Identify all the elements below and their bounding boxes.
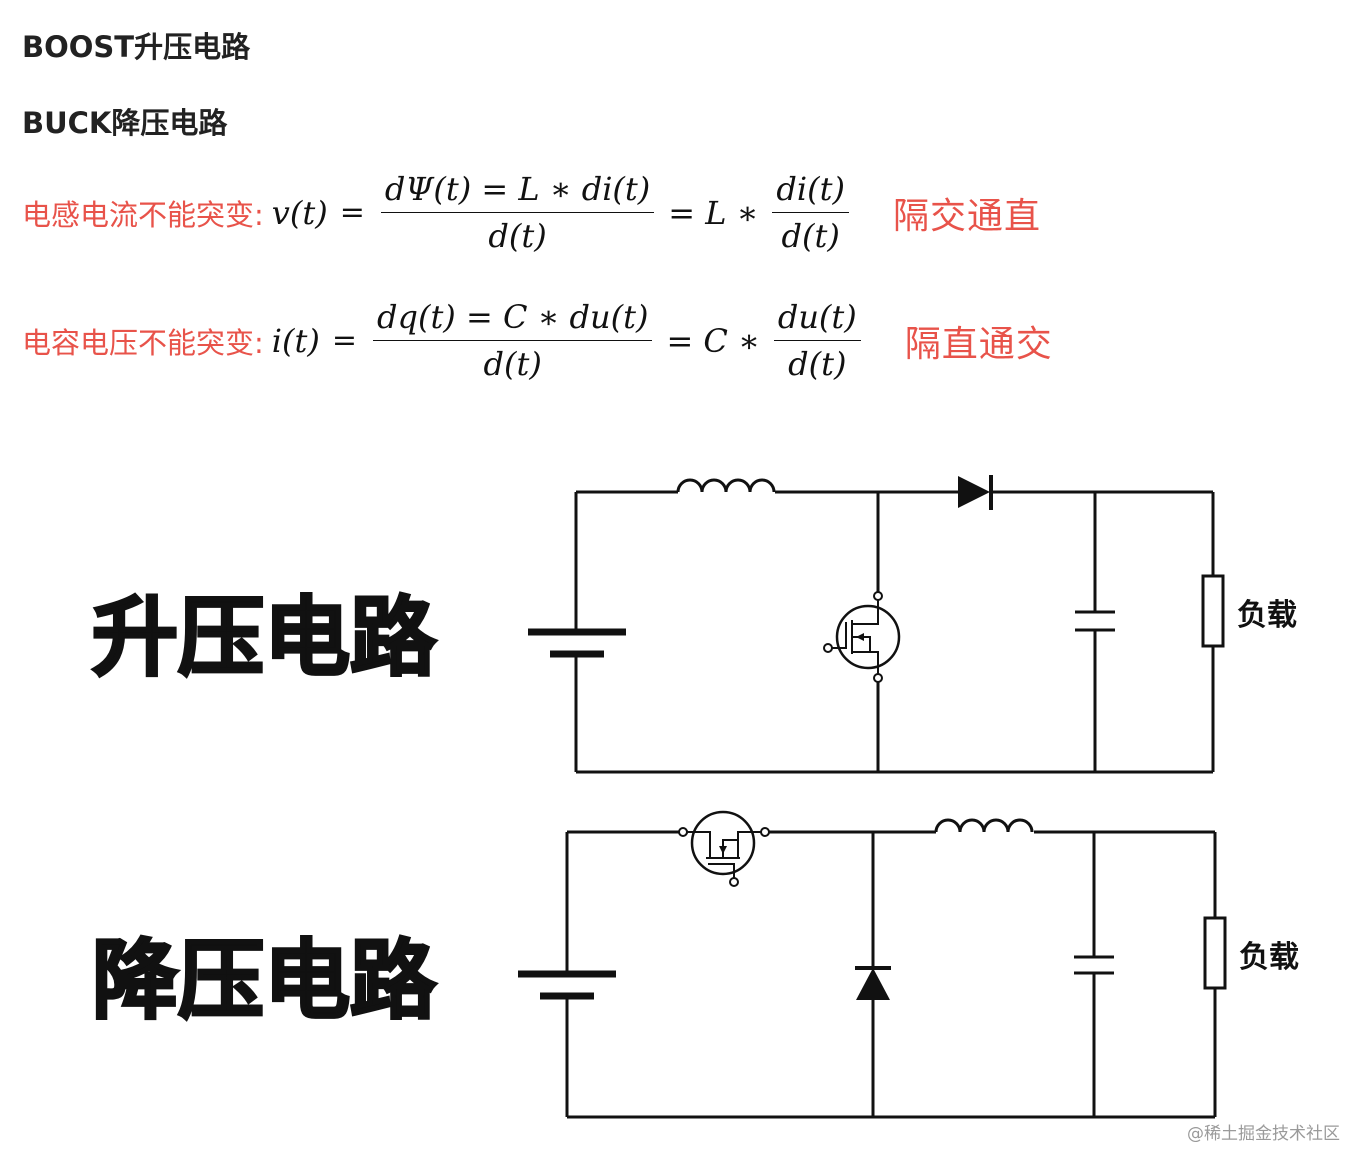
inductor-label: 电感电流不能突变: — [22, 197, 264, 232]
inductor-lhs: v(t) — [271, 193, 328, 232]
capacitor-fraction-1: dq(t) = C ∗ du(t) d(t) — [372, 298, 653, 383]
buck-diode-icon — [855, 966, 891, 1000]
inductor-formula: 电感电流不能突变: v(t) = dΨ(t) = L ∗ di(t) d(t) … — [22, 170, 1041, 255]
boost-battery-icon — [528, 590, 626, 695]
buck-heading: BUCK降压电路 — [22, 106, 228, 140]
buck-inductor-icon — [934, 818, 1034, 833]
boost-heading: BOOST升压电路 — [22, 30, 251, 64]
buck-title: 降压电路 — [92, 931, 437, 1031]
capacitor-eq: = — [331, 323, 357, 358]
buck-battery-icon — [518, 932, 616, 1036]
inductor-phrase: 隔交通直 — [892, 195, 1041, 237]
boost-mosfet-icon — [823, 591, 901, 683]
inductor-frac1-denominator: d(t) — [488, 217, 547, 255]
boost-diode-icon — [958, 475, 993, 510]
capacitor-formula: 电容电压不能突变: i(t) = dq(t) = C ∗ du(t) d(t) … — [22, 298, 1053, 383]
capacitor-frac2-denominator: d(t) — [788, 345, 847, 383]
watermark: @稀土掘金技术社区 — [1187, 1124, 1340, 1144]
buck-capacitor-icon — [1074, 955, 1114, 975]
inductor-frac2-denominator: d(t) — [781, 217, 840, 255]
buck-circuit: 降压电路 — [91, 810, 1299, 1119]
capacitor-frac1-numerator: dq(t) = C ∗ du(t) — [372, 298, 653, 341]
boost-circuit: 升压电路 — [91, 475, 1297, 774]
buck-mosfet-icon — [678, 810, 770, 887]
capacitor-lhs: i(t) — [271, 321, 320, 360]
boost-title: 升压电路 — [92, 588, 437, 688]
buck-load-resistor-icon — [1203, 916, 1227, 990]
inductor-frac1-numerator: dΨ(t) = L ∗ di(t) — [380, 170, 655, 213]
boost-capacitor-icon — [1075, 610, 1115, 632]
inductor-fraction-1: dΨ(t) = L ∗ di(t) d(t) — [380, 170, 655, 255]
boost-load-label: 负载 — [1237, 598, 1297, 633]
buck-load-label: 负载 — [1239, 940, 1299, 975]
inductor-eq: = — [339, 195, 365, 230]
capacitor-phrase: 隔直通交 — [904, 323, 1053, 365]
inductor-mid: = L ∗ — [668, 193, 759, 232]
capacitor-frac2-numerator: du(t) — [773, 298, 861, 341]
boost-load-resistor-icon — [1201, 574, 1225, 648]
inductor-frac2-numerator: di(t) — [772, 170, 849, 213]
capacitor-mid: = C ∗ — [666, 321, 760, 360]
capacitor-fraction-2: du(t) d(t) — [773, 298, 861, 383]
inductor-fraction-2: di(t) d(t) — [772, 170, 849, 255]
capacitor-frac1-denominator: d(t) — [483, 345, 542, 383]
capacitor-label: 电容电压不能突变: — [22, 325, 264, 360]
boost-inductor-icon — [676, 478, 776, 493]
